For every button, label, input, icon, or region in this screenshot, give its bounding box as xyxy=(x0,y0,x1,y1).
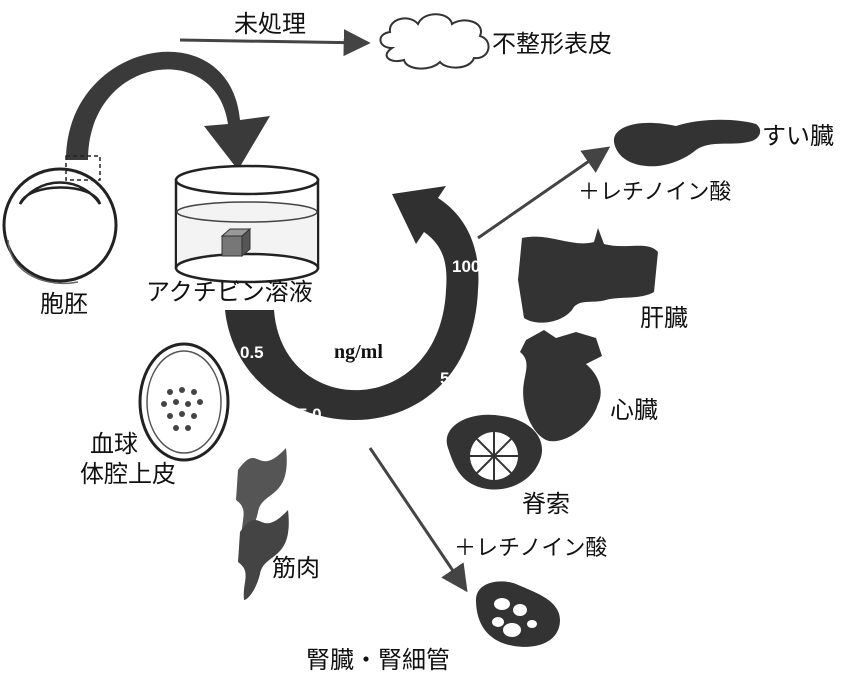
retinoic-acid-bottom-label: ＋レチノイン酸 xyxy=(454,536,608,561)
embryo-label: 胞胚 xyxy=(40,290,88,318)
notochord-label: 脊索 xyxy=(522,490,570,518)
concentration-label: 50 xyxy=(440,369,459,388)
coelomic-epithelium-label: 体腔上皮 xyxy=(80,460,176,488)
embryo-drawing xyxy=(2,155,118,285)
irregular-epidermis-label: 不整形表皮 xyxy=(492,30,612,58)
kidney-drawing xyxy=(476,581,560,647)
irregular-epidermis-cloud xyxy=(379,13,490,70)
untreated-label: 未処理 xyxy=(234,10,306,38)
heart-shape xyxy=(520,330,602,442)
muscle-label: 筋肉 xyxy=(272,554,320,582)
pancreas-arrow xyxy=(477,146,611,240)
concentration-label: 100 xyxy=(452,257,481,276)
retinoic-acid-top-label: ＋レチノイン酸 xyxy=(578,180,732,205)
muscle-drawing xyxy=(236,448,289,600)
activin-cylinder xyxy=(174,164,320,284)
unit-label: ng/ml xyxy=(334,341,383,363)
liver-label: 肝臓 xyxy=(640,304,688,332)
heart-label: 心臓 xyxy=(610,396,658,424)
concentration-ring xyxy=(225,186,479,420)
pancreas-label: すい臓 xyxy=(762,122,834,150)
untreated-arrow xyxy=(179,29,371,57)
activin-solution-label: アクチビン溶液 xyxy=(146,278,313,306)
blood-cells-drawing xyxy=(138,342,230,462)
pancreas-shape xyxy=(613,119,761,167)
kidney-arrow xyxy=(368,447,468,593)
concentration-label: 0.5 xyxy=(240,343,264,362)
transfer-arrow xyxy=(66,51,270,170)
concentration-label: 5.0 xyxy=(298,405,322,424)
concentration-label: 10 xyxy=(352,425,371,444)
kidney-label: 腎臓・腎細管 xyxy=(306,646,450,674)
blood-cells-label: 血球 xyxy=(90,430,138,458)
liver-shape xyxy=(518,228,658,323)
notochord-drawing xyxy=(446,414,543,490)
